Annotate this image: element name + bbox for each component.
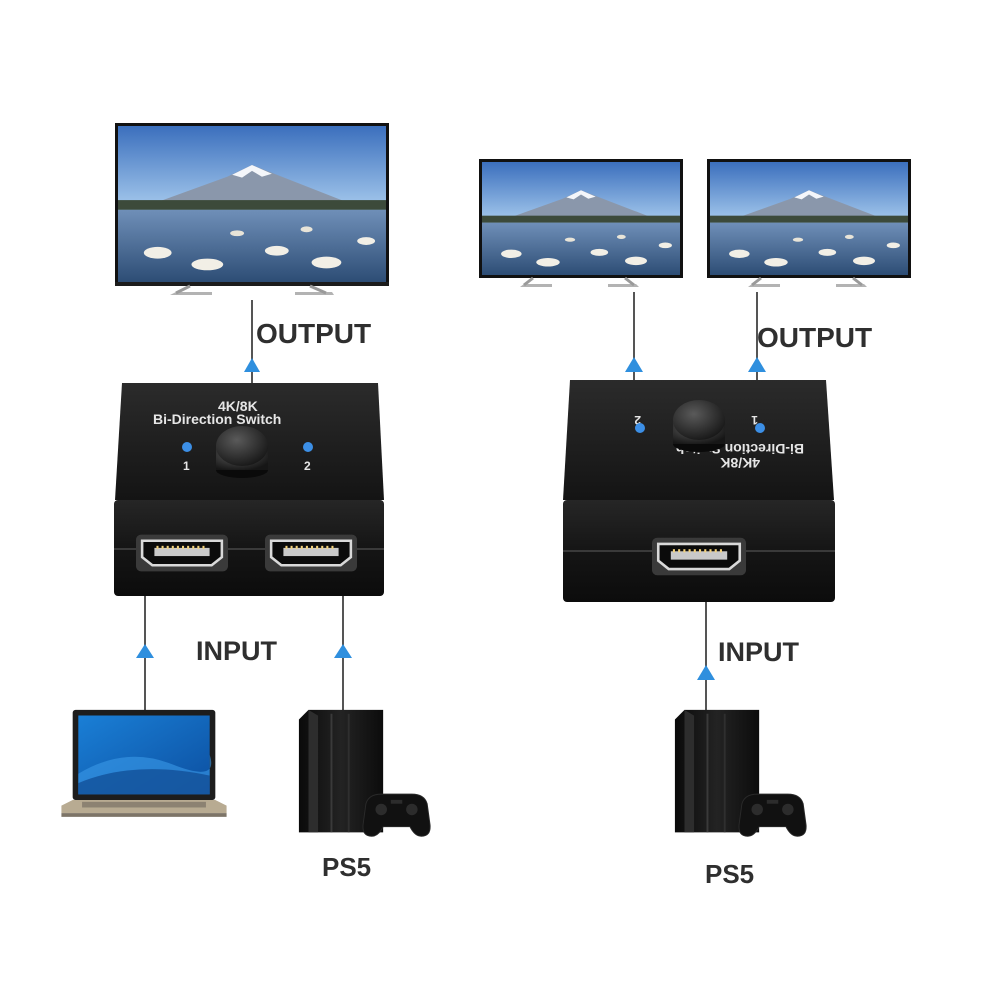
left-output-arrow: [244, 358, 260, 372]
left-input-arrow-2: [334, 644, 352, 658]
right-output-label: OUTPUT: [757, 322, 872, 353]
right-switch-button[interactable]: [673, 400, 725, 440]
right-output-arrow-1: [625, 357, 643, 372]
right-switch-line1: 4K/8K: [720, 455, 760, 471]
left-tv: [115, 123, 389, 295]
laptop-icon: [61, 709, 227, 817]
right-input-arrow: [697, 665, 715, 680]
right-hdmi-port: [652, 537, 746, 576]
right-port-1-label: 1: [751, 413, 758, 427]
right-tv-1: [479, 159, 683, 287]
left-output-label: OUTPUT: [256, 318, 371, 349]
left-hdmi-port-1: [136, 534, 228, 572]
right-tv-2: [707, 159, 911, 287]
left-led-2: [303, 442, 313, 452]
left-input-label: INPUT: [196, 636, 278, 666]
left-setup: OUTPUT 4K/8K Bi-Direction Switch 1 2 INP…: [61, 123, 432, 882]
right-ps5-label: PS5: [705, 859, 754, 889]
right-led-2: [635, 423, 645, 433]
left-ps5-icon: [297, 708, 432, 838]
right-ps5-icon: [673, 708, 808, 838]
left-hdmi-port-2: [265, 534, 357, 572]
left-switch-button[interactable]: [216, 426, 268, 466]
right-setup: OUTPUT 4K/8K Bi-Direction Switch 1 2 INP…: [479, 159, 911, 889]
left-switch-line1: 4K/8K: [218, 398, 258, 414]
left-switch: 4K/8K Bi-Direction Switch 1 2: [114, 383, 384, 596]
right-output-arrow-2: [748, 357, 766, 372]
left-switch-line2: Bi-Direction Switch: [153, 411, 281, 427]
left-led-1: [182, 442, 192, 452]
right-led-1: [755, 423, 765, 433]
right-switch: 4K/8K Bi-Direction Switch 1 2: [563, 380, 835, 602]
left-port-2-label: 2: [304, 459, 311, 473]
left-ps5-label: PS5: [322, 852, 371, 882]
left-port-1-label: 1: [183, 459, 190, 473]
left-input-arrow-1: [136, 644, 154, 658]
right-input-label: INPUT: [718, 637, 800, 667]
right-port-2-label: 2: [634, 413, 641, 427]
